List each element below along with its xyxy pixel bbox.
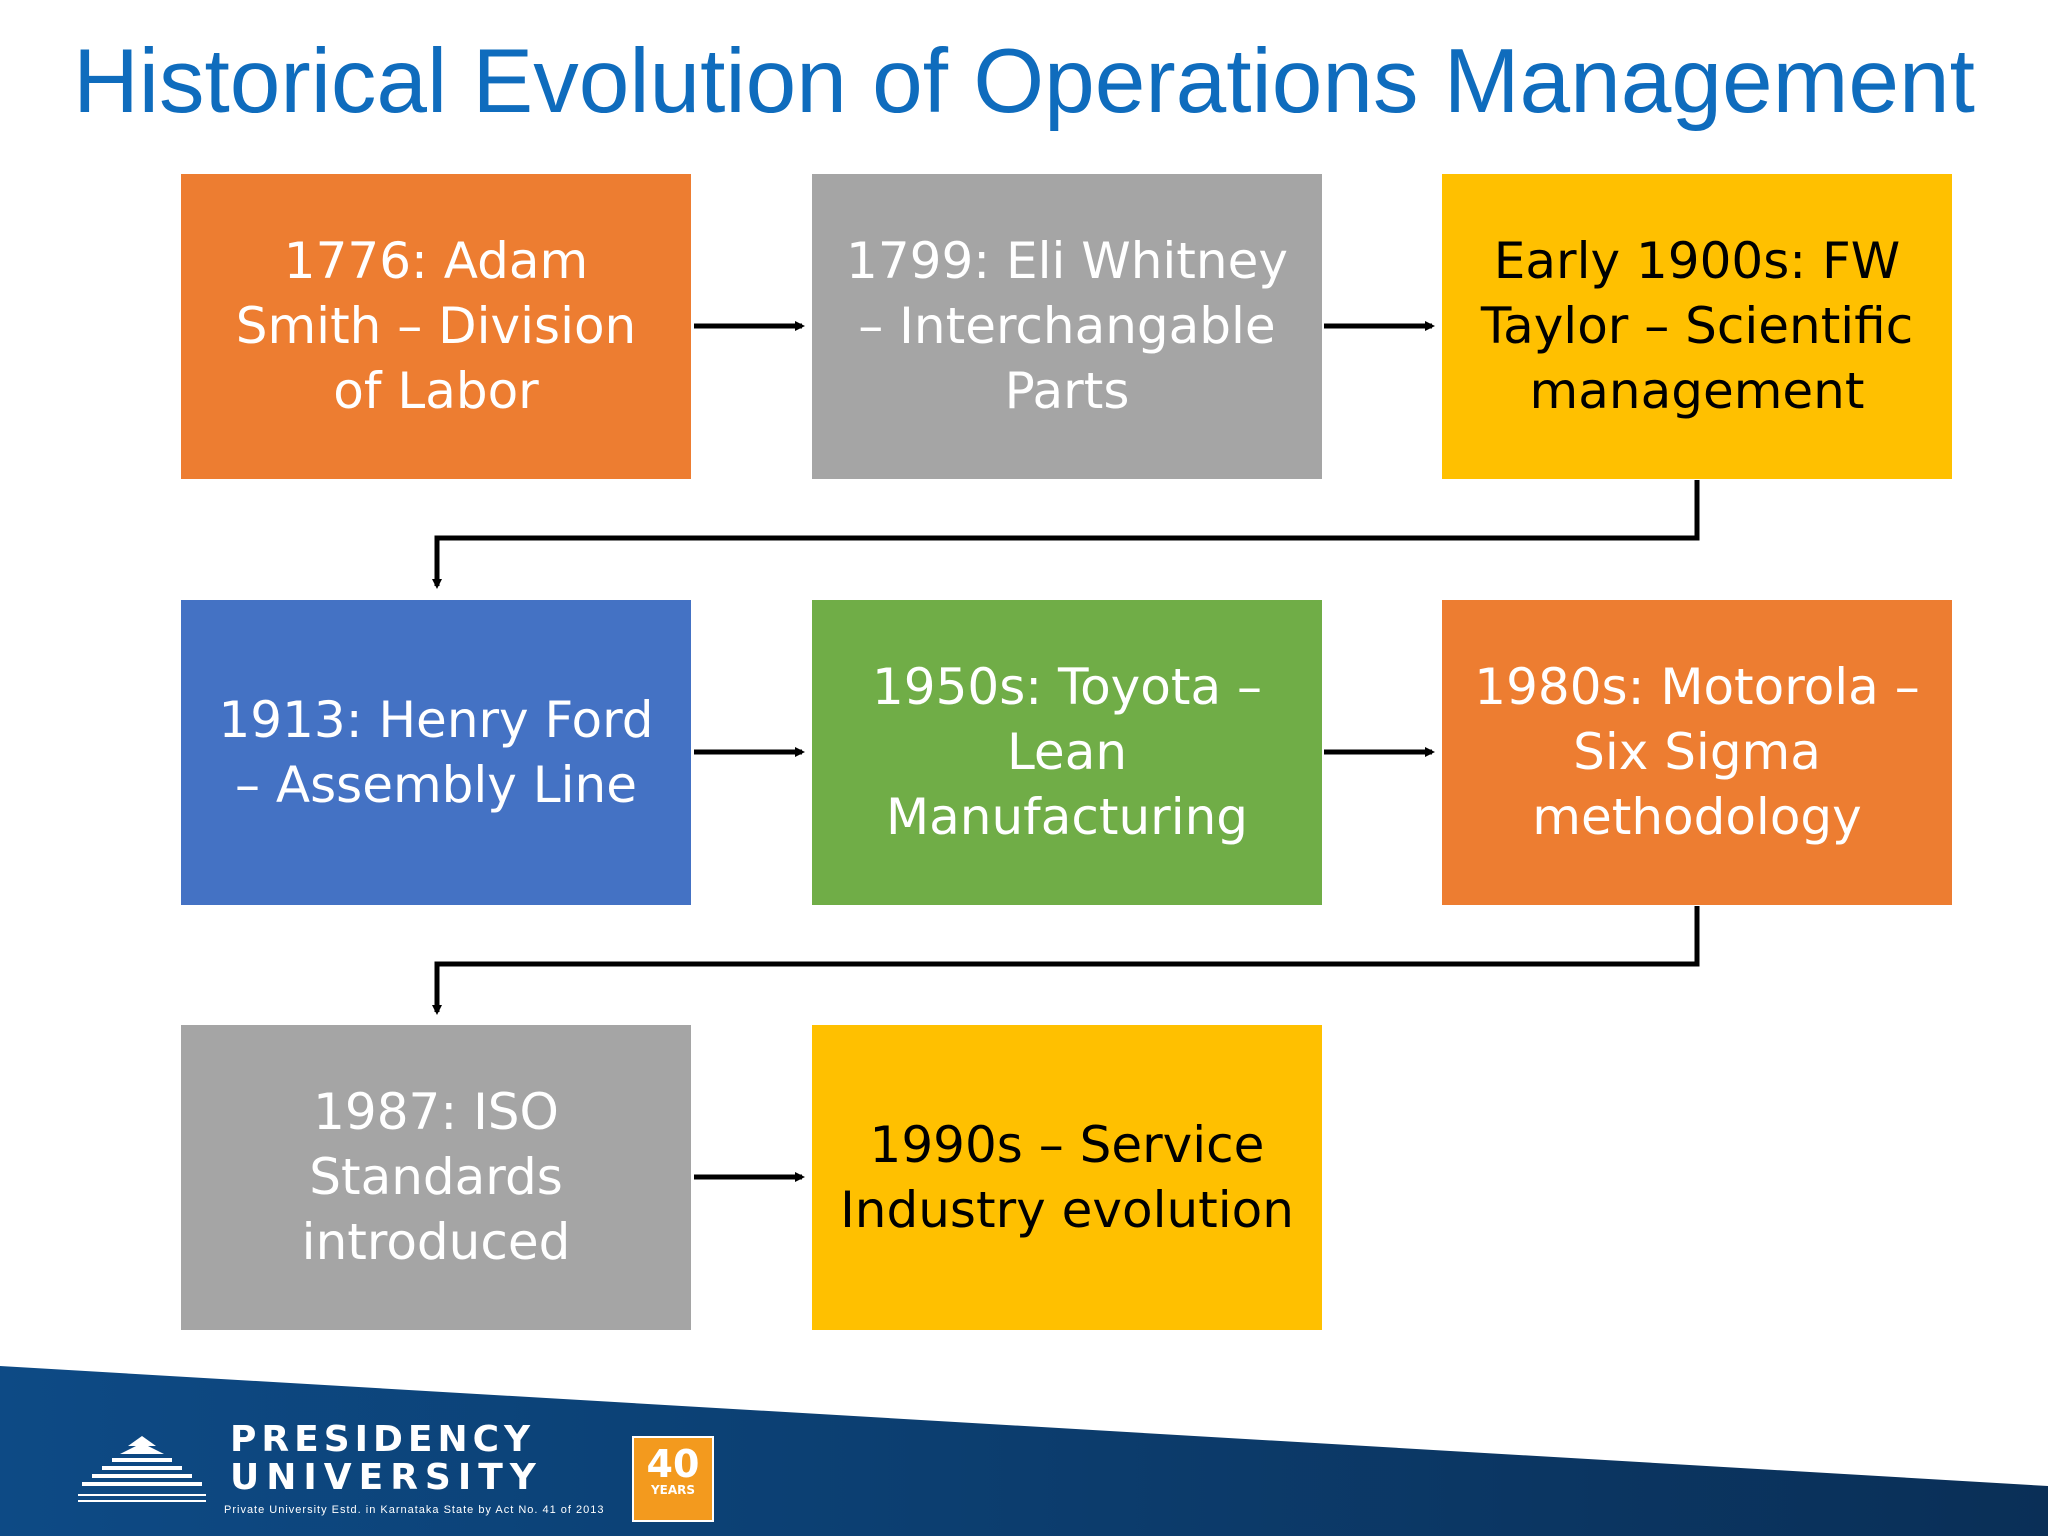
university-tagline: Private University Estd. in Karnataka St…: [224, 1504, 605, 1516]
slide-title: Historical Evolution of Operations Manag…: [73, 31, 1975, 132]
presidency-university-logo: PRESIDENCY UNIVERSITY Private University…: [72, 1422, 732, 1524]
university-name-line2: UNIVERSITY: [230, 1457, 543, 1498]
box-label: 1913: Henry Ford– Assembly Line: [218, 690, 654, 814]
university-emblem-icon: [78, 1436, 206, 1502]
badge-text: YEARS: [650, 1483, 696, 1497]
connector-1900s-to-1913: [432, 480, 1700, 589]
university-name-line1: PRESIDENCY: [230, 1419, 536, 1460]
timeline-box-1913: 1913: Henry Ford– Assembly Line: [181, 600, 691, 905]
badge-number: 40: [646, 1442, 700, 1486]
connector-1980s-to-1987: [432, 906, 1700, 1015]
anniversary-badge: 40 YEARS: [632, 1436, 714, 1522]
